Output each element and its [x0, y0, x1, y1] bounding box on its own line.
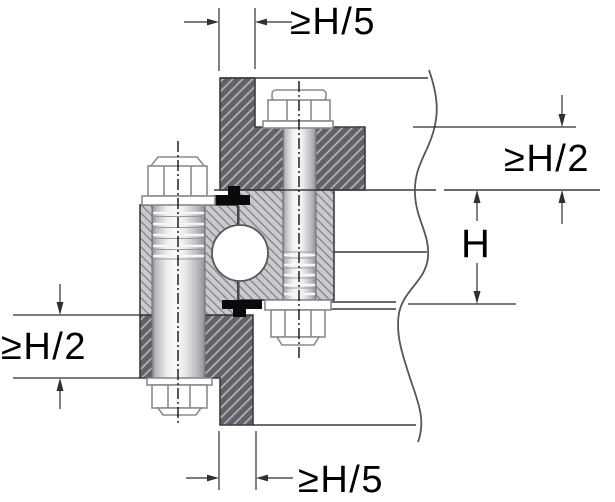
ball-rolling-element [211, 224, 269, 282]
dimension-label-right: ≥H/2 [504, 138, 590, 180]
dimension-top-support-width: ≥H/5 [184, 1, 376, 71]
left-bolt-nut [146, 377, 213, 416]
structure-edge-lines [214, 77, 600, 426]
dimension-label-height: H [461, 222, 491, 266]
dimension-right-flange-thickness: ≥H/2 [413, 95, 590, 224]
bolt-center-lines [177, 81, 300, 424]
break-line-wavy [397, 69, 438, 443]
dimension-bottom-support-width: ≥H/5 [186, 431, 384, 501]
dimension-label-left: ≥H/2 [1, 326, 87, 368]
right-bolt-nut [264, 299, 332, 346]
right-bolt-head [262, 89, 334, 129]
dimension-label-bottom: ≥H/5 [298, 459, 384, 501]
right-bolt-top-washer [262, 120, 334, 129]
dimension-left-flange-thickness: ≥H/2 [1, 284, 140, 409]
left-bolt-bottom-washer [146, 377, 213, 386]
lower-seal [222, 300, 262, 317]
dimension-bearing-height: H [408, 190, 516, 305]
right-bolt-bottom-washer [264, 299, 332, 311]
dimension-label-top: ≥H/5 [290, 1, 376, 43]
upper-seal [213, 186, 250, 205]
